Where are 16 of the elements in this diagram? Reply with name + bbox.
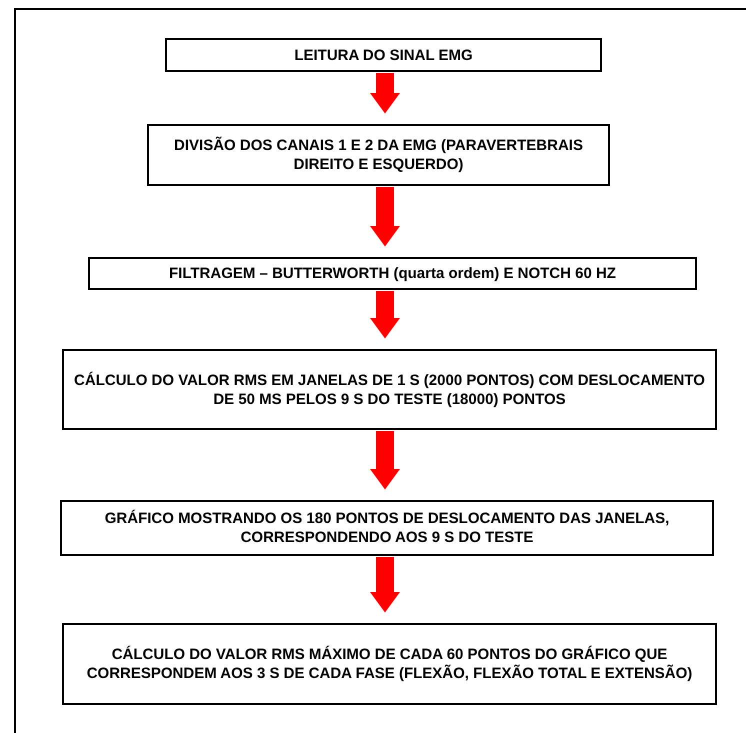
box-text: DIVISÃO DOS CANAIS 1 E 2 DA EMG (PARAVERTEBRAIS DIREITO E ESQUERDO): [173, 136, 584, 174]
arrow: [370, 431, 400, 490]
box-text: FILTRAGEM – BUTTERWORTH (quarta ordem) E NOTCH 60 HZ: [169, 264, 616, 283]
process-box: [88, 257, 697, 290]
process-box: [60, 500, 714, 556]
box-text: CÁLCULO DO VALOR RMS MÁXIMO DE CADA 60 PONTOS DO GRÁFICO QUE CORRESPONDEM AOS 3 S DE CADA FASE (FLEXÃO, FLEXÃO TOTAL E EXTENSÃO): [86, 645, 694, 683]
process-box: [62, 623, 717, 705]
arrow: [370, 187, 400, 246]
box-text: LEITURA DO SINAL EMG: [294, 46, 473, 64]
box-text: GRÁFICO MOSTRANDO OS 180 PONTOS DE DESLOCAMENTO DAS JANELAS, CORRESPONDENDO AOS 9 S DO TESTE: [104, 509, 670, 547]
arrow: [370, 557, 400, 612]
process-box: [147, 124, 610, 186]
arrow: [370, 73, 400, 114]
box-text: CÁLCULO DO VALOR RMS EM JANELAS DE 1 S (2000 PONTOS) COM DESLOCAMENTO DE 50 MS PELOS 9 S DO TESTE (18000) PONTOS: [73, 370, 706, 408]
process-box: [62, 349, 717, 430]
process-box: [165, 38, 602, 72]
